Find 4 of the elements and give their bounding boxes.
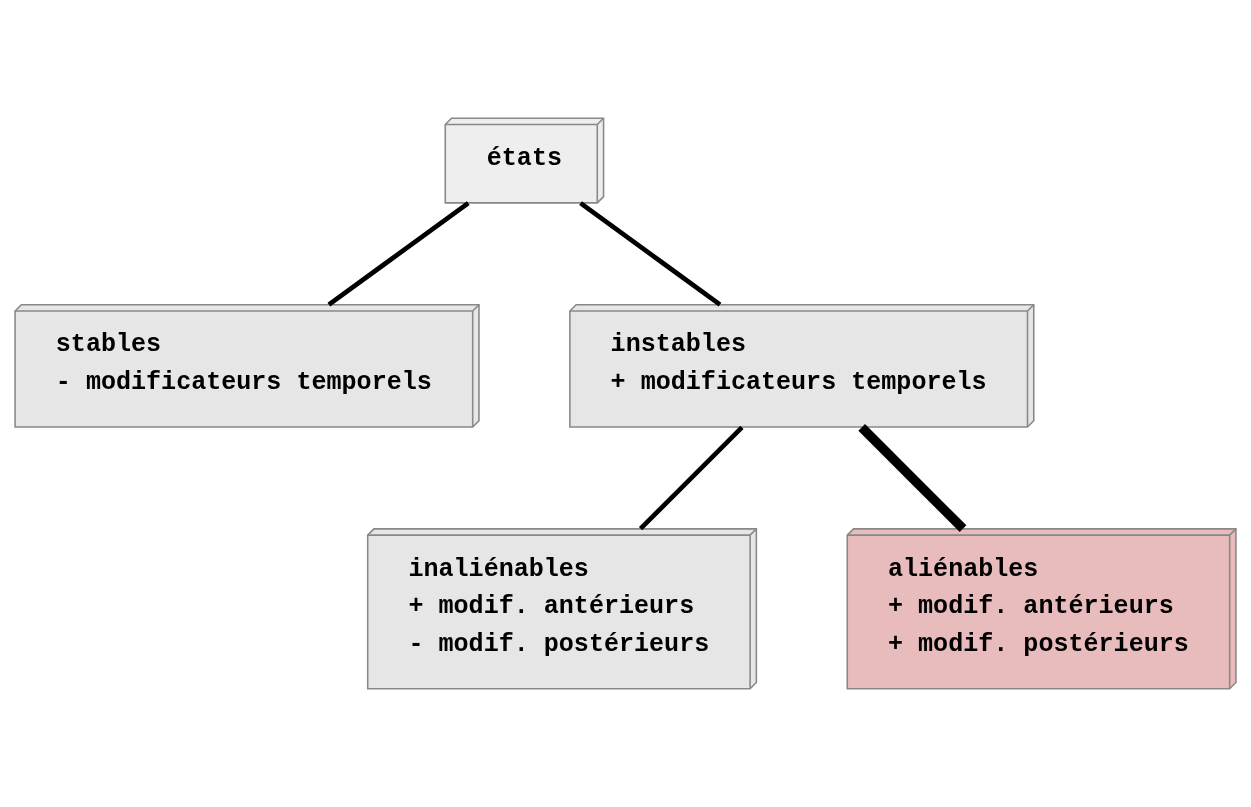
connector <box>638 425 744 531</box>
connector <box>858 424 967 532</box>
connector <box>327 201 470 307</box>
connector <box>579 201 722 307</box>
